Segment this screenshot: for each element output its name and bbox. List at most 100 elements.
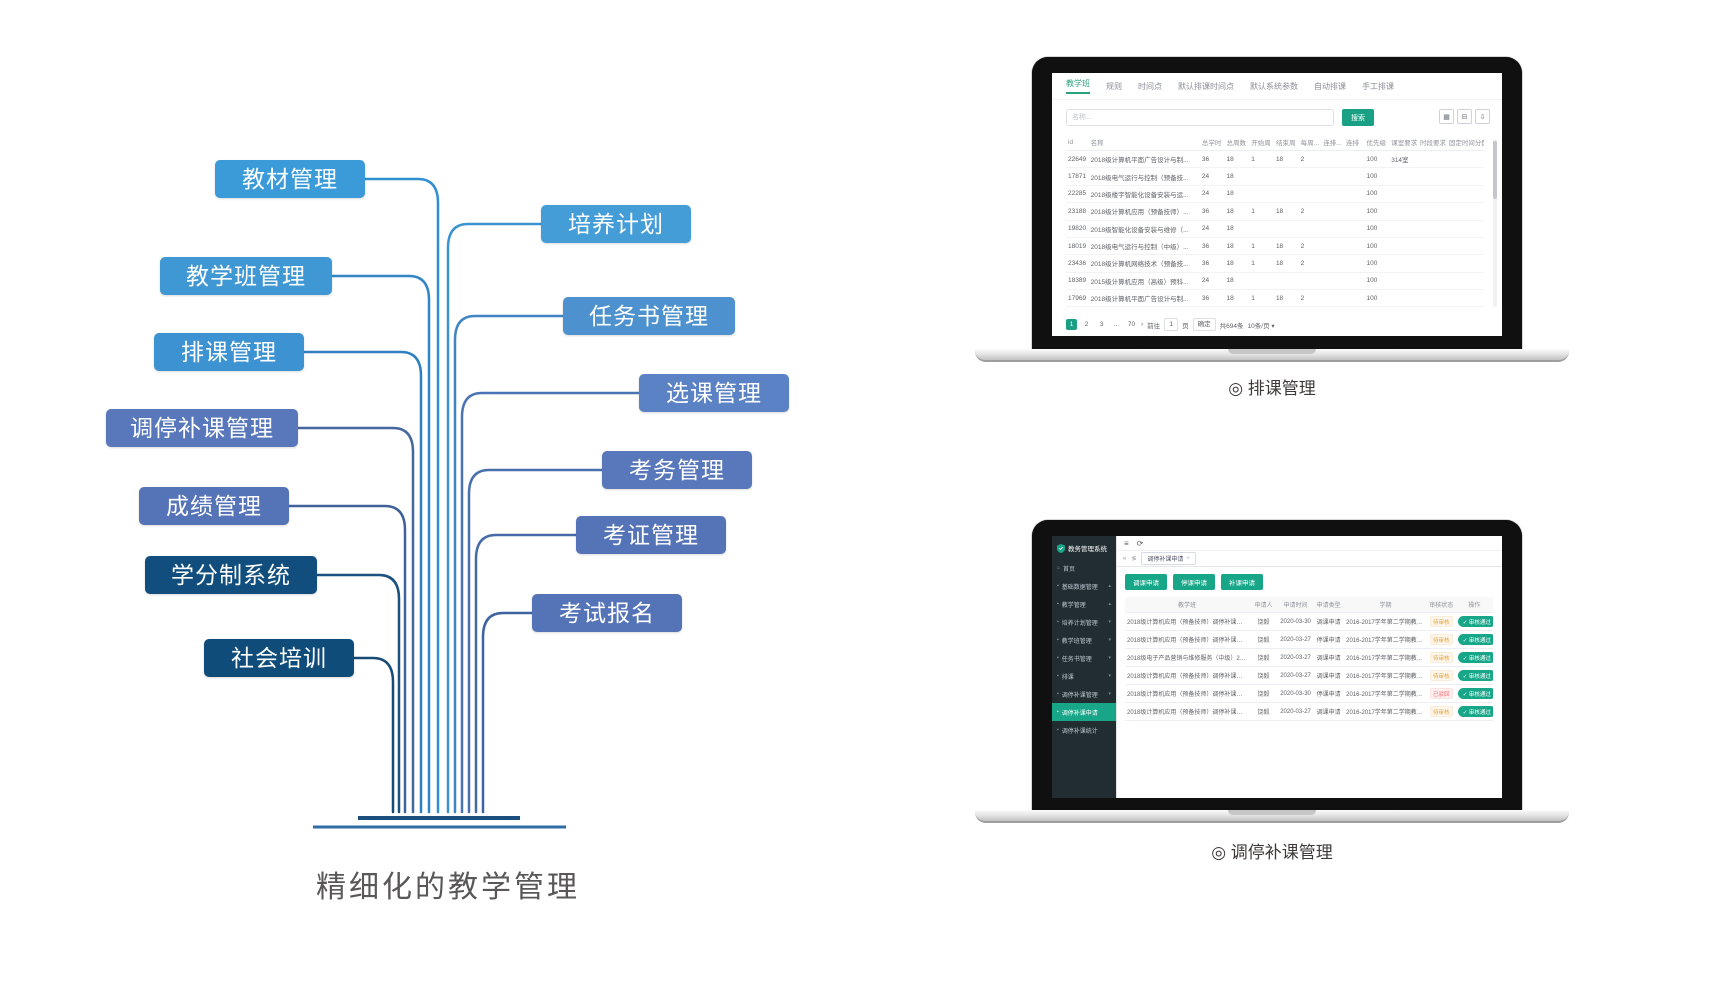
button-补课申请[interactable]: 补课申请 xyxy=(1221,574,1263,590)
table-cell xyxy=(1389,272,1419,291)
hamburger-icon[interactable]: ≡ xyxy=(1124,538,1129,548)
tab-规则[interactable]: 规则 xyxy=(1106,81,1122,91)
table-cell xyxy=(1298,220,1322,238)
page-button-3[interactable]: 3 xyxy=(1099,321,1104,328)
table-cell: 饶毅 xyxy=(1249,702,1278,721)
sidebar-item-调停补课申请[interactable]: ▪调停补课申请 xyxy=(1052,703,1116,721)
sidebar-item-基础数据管理[interactable]: ▪基础数据管理▴ xyxy=(1052,577,1116,595)
collapse-icon[interactable]: « xyxy=(1123,555,1127,562)
sidebar-item-label: 调停补课统计 xyxy=(1061,728,1098,735)
button-调课申请[interactable]: 调课申请 xyxy=(1125,574,1167,590)
sidebar-item-调停补课管理[interactable]: ▪调停补课管理▾ xyxy=(1052,685,1116,703)
sidebar-item-首页[interactable]: ⌂首页 xyxy=(1052,559,1116,577)
table-cell: 2020-03-27 xyxy=(1277,702,1314,721)
page-button-70[interactable]: 70 xyxy=(1127,321,1136,328)
page-button-2[interactable]: 2 xyxy=(1084,321,1089,328)
column-header: 连排 xyxy=(1343,134,1365,151)
menu-bullet-icon: ▪ xyxy=(1057,691,1059,697)
bullseye-icon: ◎ xyxy=(1211,843,1227,862)
sidebar-item-label: 调停补课管理 xyxy=(1061,692,1098,699)
table-cell: 2 xyxy=(1298,150,1322,169)
table-grid-icon[interactable]: ▦ xyxy=(1439,109,1454,124)
approve-button[interactable]: ✓ 审核通过 xyxy=(1457,706,1493,717)
table-cell xyxy=(1343,185,1365,204)
sidebar-item-调停补课统计[interactable]: ▪调停补课统计 xyxy=(1052,721,1116,739)
table-cell: 18 xyxy=(1224,237,1250,256)
sidebar-item-任务书管理[interactable]: ▪任务书管理▾ xyxy=(1052,649,1116,667)
table-cell xyxy=(1321,289,1344,308)
column-header: id xyxy=(1066,134,1089,151)
tree-connector xyxy=(300,350,423,814)
tab-默认系统参数[interactable]: 默认系统参数 xyxy=(1250,81,1298,91)
page-size-select[interactable]: 10条/页 ▾ xyxy=(1247,322,1275,330)
caption-adjustment: ◎ 调停补课管理 xyxy=(975,838,1569,863)
tree-connector xyxy=(294,426,415,814)
sidebar-item-label: 培养计划管理 xyxy=(1061,620,1098,627)
print-icon[interactable]: ⊟ xyxy=(1457,109,1472,124)
tree-connector xyxy=(446,222,545,814)
goto-page-input[interactable]: 1 xyxy=(1164,318,1179,331)
tab-时间点[interactable]: 时间点 xyxy=(1138,81,1162,91)
action-cell: ✓ 审核通过 xyxy=(1455,630,1493,649)
export-icon[interactable]: ⇩ xyxy=(1475,109,1490,124)
tab-手工排课[interactable]: 手工排课 xyxy=(1362,81,1394,91)
table-cell: 调课申请 xyxy=(1313,702,1345,721)
approve-button[interactable]: ✓ 审核通过 xyxy=(1457,688,1493,699)
search-button[interactable]: 搜索 xyxy=(1342,109,1374,126)
approve-button[interactable]: ✓ 审核通过 xyxy=(1457,652,1493,663)
sidebar-item-培养计划管理[interactable]: ▪培养计划管理▾ xyxy=(1052,613,1116,631)
approve-button[interactable]: ✓ 审核通过 xyxy=(1457,670,1493,681)
approve-button[interactable]: ✓ 审核通过 xyxy=(1457,616,1493,627)
sidebar-item-教学管理[interactable]: ▪教学管理▴ xyxy=(1052,595,1116,613)
table-cell xyxy=(1321,237,1344,256)
table-cell: 2018级电气运行与控制（中级）... xyxy=(1088,237,1200,256)
chevron-icon: ▾ xyxy=(1108,655,1111,661)
sidebar-item-教学班管理[interactable]: ▪教学班管理▾ xyxy=(1052,631,1116,649)
table-cell: 18 xyxy=(1273,254,1299,273)
search-input[interactable] xyxy=(1066,109,1334,126)
column-header: 总学时 xyxy=(1199,134,1225,151)
table-cell xyxy=(1249,220,1274,238)
page-button-1[interactable]: 1 xyxy=(1066,319,1077,330)
open-tab-chip[interactable]: 调停补课申请 × xyxy=(1141,552,1196,565)
tab-默认排课时间点[interactable]: 默认排课时间点 xyxy=(1178,81,1234,91)
approve-button[interactable]: ✓ 审核通过 xyxy=(1457,634,1493,645)
table-cell xyxy=(1389,167,1419,186)
table-cell: 100 xyxy=(1364,202,1390,221)
table-cell: 2018级计算机应用（预备技师）调停补课申请 xyxy=(1125,612,1250,631)
laptop-base xyxy=(975,349,1569,362)
next-page-icon[interactable]: › xyxy=(1141,321,1144,328)
table-cell: 2016-2017学年第二学期教学计划 xyxy=(1344,612,1427,631)
table-cell: 调课申请 xyxy=(1313,612,1345,631)
refresh-icon[interactable]: ⟳ xyxy=(1136,538,1144,548)
table-scrollbar[interactable] xyxy=(1493,139,1497,307)
page-button-...[interactable]: ... xyxy=(1113,321,1120,328)
confirm-button[interactable]: 确定 xyxy=(1192,318,1216,331)
column-header: 名称 xyxy=(1088,134,1200,151)
scheduling-tabbar: 教学班 规则 时间点 默认排课时间点 默认系统参数 自动排课 手工排课 xyxy=(1052,73,1502,100)
sidebar-item-排课[interactable]: ▪排课▾ xyxy=(1052,667,1116,685)
main-panel: ≡ ⟳ « ≶ 调停补课申请 × 调课申请停课申请补课申请 教学班申请人申请时间… xyxy=(1116,536,1502,798)
caption-text: 排课管理 xyxy=(1247,379,1316,398)
menu-bullet-icon: ▪ xyxy=(1057,601,1059,607)
caption-text: 调停补课管理 xyxy=(1230,843,1333,862)
tree-node: 选课管理 xyxy=(639,374,789,412)
close-icon[interactable]: × xyxy=(1186,555,1190,562)
list-icon[interactable]: ≶ xyxy=(1131,556,1137,562)
table-cell: 22285 xyxy=(1066,185,1089,204)
menu-bullet-icon: ▪ xyxy=(1057,709,1059,715)
tab-自动排课[interactable]: 自动排课 xyxy=(1314,81,1346,91)
table-cell xyxy=(1389,237,1419,256)
tree-connector xyxy=(460,391,643,814)
table-cell: 17871 xyxy=(1066,167,1089,186)
table-cell xyxy=(1418,150,1447,169)
tab-教学班[interactable]: 教学班 xyxy=(1066,78,1090,94)
button-停课申请[interactable]: 停课申请 xyxy=(1173,574,1215,590)
sidebar-item-label: 教学管理 xyxy=(1061,602,1086,609)
